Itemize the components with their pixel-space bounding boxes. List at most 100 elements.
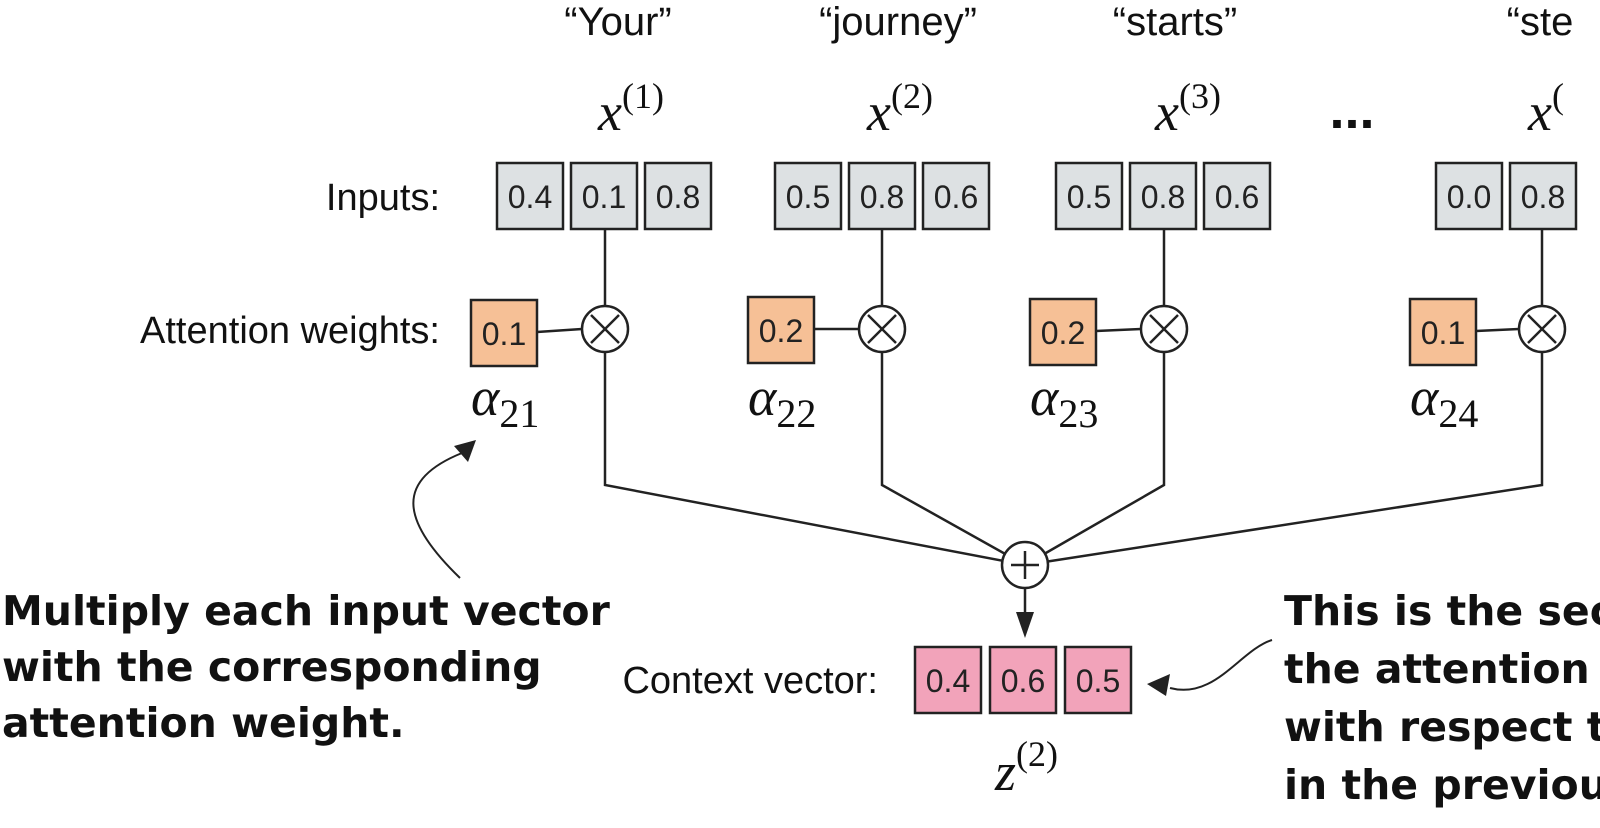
input-cell-3-2-value: 0.8 — [1141, 179, 1185, 215]
multiply-stroke-b — [590, 314, 620, 344]
input-cell-2-2-box — [847, 161, 917, 231]
alpha-symbol-1: α21 — [471, 367, 539, 436]
sum-arrow-head — [1016, 612, 1034, 638]
input-symbol-1: x(1) — [597, 76, 664, 142]
input-cell-3-3-value: 0.6 — [1215, 179, 1259, 215]
attention-weight-1: 0.1 — [469, 298, 539, 368]
attention-weight-4-box — [1408, 297, 1478, 367]
attention-weight-2: 0.2 — [746, 295, 816, 365]
context-cell-2-box — [988, 645, 1058, 715]
input-cell-2-2: 0.8 — [847, 161, 917, 231]
multiply-node-4 — [1517, 304, 1567, 354]
input-cell-1-3-value: 0.8 — [656, 179, 700, 215]
context-symbol: z(2) — [994, 734, 1058, 802]
input-cell-1-1: 0.4 — [495, 161, 565, 231]
left-annotation-arrowhead — [454, 440, 476, 462]
input-symbol-4: x( — [1527, 76, 1564, 142]
attention-weight-2-value: 0.2 — [759, 313, 803, 349]
right-annotation-arrowhead — [1147, 674, 1170, 696]
alpha-symbol-4: α24 — [1410, 367, 1478, 436]
input-cell-3-2: 0.8 — [1128, 161, 1198, 231]
input-cell-4-2-box — [1508, 161, 1578, 231]
attention-weight-4: 0.1 — [1408, 297, 1478, 367]
ellipsis: ... — [1329, 80, 1374, 140]
attention-weight-3-box — [1028, 297, 1098, 367]
context-vector-label: Context vector: — [622, 660, 878, 702]
alpha-symbol-2: α22 — [748, 367, 816, 436]
input-cell-4-1-box — [1434, 161, 1504, 231]
attention-weight-2-box — [746, 295, 816, 365]
input-cell-2-1: 0.5 — [773, 161, 843, 231]
multiply-stroke-b — [867, 314, 897, 344]
sum-node — [1000, 540, 1050, 590]
input-cell-1-1-box — [495, 161, 565, 231]
right-annotation-line-4: in the previou — [1284, 761, 1600, 809]
right-annotation-line-3: with respect t — [1284, 703, 1600, 751]
left-annotation-line-3: attention weight. — [2, 699, 405, 747]
token-column-2: “journey”x(2)α22 — [748, 0, 977, 436]
input-cell-3-2-box — [1128, 161, 1198, 231]
weight-link-3 — [1095, 327, 1142, 333]
input-cell-3-1-box — [1054, 161, 1124, 231]
input-cell-3-3: 0.6 — [1202, 161, 1272, 231]
right-annotation-line-2: the attention — [1284, 645, 1590, 693]
input-cell-4-1-value: 0.0 — [1447, 179, 1491, 215]
multiply-stroke-b — [1527, 314, 1557, 344]
token-word-4: “ste — [1507, 0, 1574, 44]
input-cell-1-2-value: 0.1 — [582, 179, 626, 215]
inputs-label: Inputs: — [326, 177, 440, 219]
input-cell-3-3-box — [1202, 161, 1272, 231]
connector-line-2 — [880, 352, 1026, 567]
weight-link-4 — [1475, 327, 1520, 333]
left-annotation-arrow — [412, 452, 463, 579]
context-cell-1-value: 0.4 — [926, 663, 970, 699]
token-column-4: “ste x( α24 — [1410, 0, 1573, 436]
input-cell-1-3: 0.8 — [643, 161, 713, 231]
input-cell-2-3-box — [921, 161, 991, 231]
input-cell-1-2-box — [569, 161, 639, 231]
attention-weight-3: 0.2 — [1028, 297, 1098, 367]
input-cell-1-1-value: 0.4 — [508, 179, 552, 215]
input-cell-2-2-value: 0.8 — [860, 179, 904, 215]
input-cell-1-2: 0.1 — [569, 161, 639, 231]
multiply-node-2 — [857, 304, 907, 354]
input-symbol-3: x(3) — [1154, 76, 1221, 142]
context-cell-3-box — [1063, 645, 1133, 715]
connector-line-3 — [1024, 352, 1166, 567]
input-cell-2-3-value: 0.6 — [934, 179, 978, 215]
token-word-2: “journey” — [819, 0, 977, 44]
attention-weight-3-value: 0.2 — [1041, 315, 1085, 351]
alpha-symbol-3: α23 — [1030, 367, 1098, 436]
context-cell-3-value: 0.5 — [1076, 663, 1120, 699]
multiply-node-1 — [580, 304, 630, 354]
input-cell-2-1-box — [773, 161, 843, 231]
multiply-stroke-b — [1149, 314, 1179, 344]
context-cell-2: 0.6 — [988, 645, 1058, 715]
context-cell-1: 0.4 — [913, 645, 983, 715]
context-cell-3: 0.5 — [1063, 645, 1133, 715]
context-cell-1-box — [913, 645, 983, 715]
attention-weight-4-value: 0.1 — [1421, 315, 1465, 351]
right-annotation-arrow — [1169, 639, 1273, 691]
input-cell-2-1-value: 0.5 — [786, 179, 830, 215]
right-annotation-line-1: This is the sec — [1284, 587, 1600, 635]
context-cell-2-value: 0.6 — [1001, 663, 1045, 699]
attention-weights-label: Attention weights: — [140, 310, 440, 352]
connector-line-4 — [1024, 352, 1544, 567]
input-cell-4-2: 0.8 — [1508, 161, 1578, 231]
input-cell-4-1: 0.0 — [1434, 161, 1504, 231]
token-word-1: “Your” — [564, 0, 671, 44]
token-column-1: “Your” x(1) α21 — [471, 0, 672, 436]
left-annotation-line-2: with the corresponding — [2, 643, 542, 691]
input-cell-2-3: 0.6 — [921, 161, 991, 231]
multiply-node-3 — [1139, 304, 1189, 354]
input-cell-3-1: 0.5 — [1054, 161, 1124, 231]
weight-link-1 — [536, 327, 583, 334]
input-cell-4-2-value: 0.8 — [1521, 179, 1565, 215]
input-cell-3-1-value: 0.5 — [1067, 179, 1111, 215]
input-cell-1-3-box — [643, 161, 713, 231]
attention-weight-1-value: 0.1 — [482, 316, 526, 352]
token-word-3: “starts” — [1113, 0, 1237, 44]
